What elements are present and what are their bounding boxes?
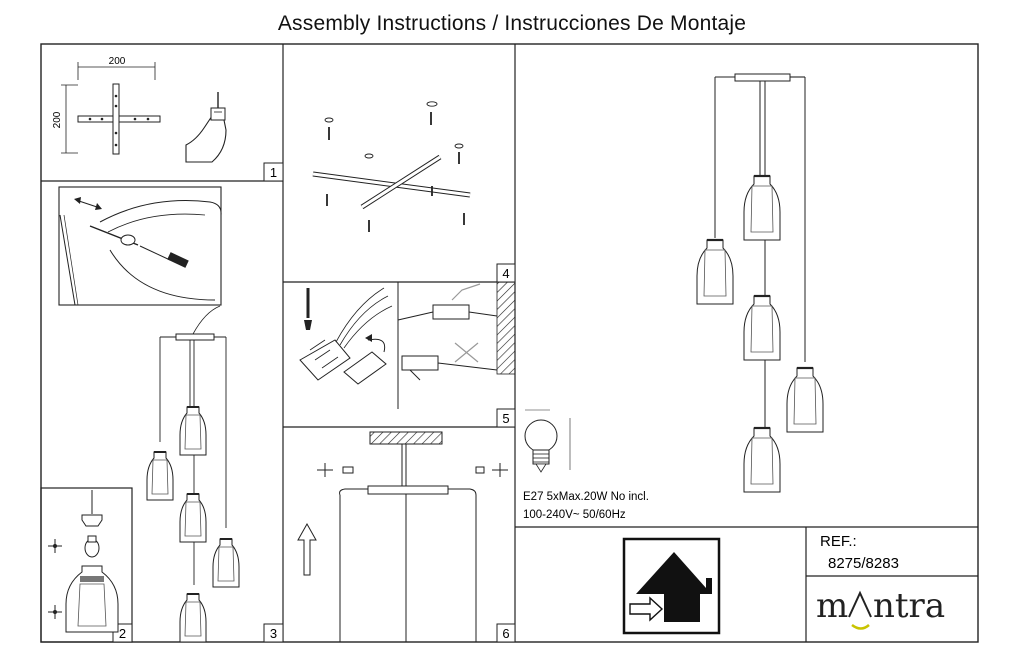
pendant-overview-large [695, 73, 825, 494]
canopy-detail-inset [58, 186, 222, 306]
page-title: Assembly Instructions / Instrucciones De… [277, 12, 747, 35]
rotate-icon [48, 605, 62, 619]
rotate-icon [48, 539, 62, 553]
incorrect-connection-diagram [401, 342, 498, 381]
svg-text:m: m [816, 586, 848, 626]
step-6-number: 6 [502, 626, 509, 641]
bulb-shade-diagram [65, 490, 119, 633]
reference-code: 8275/8283 [828, 555, 899, 572]
step-6-badge: 6 [496, 623, 516, 643]
cross-bracket-diagram: 200 200 [52, 56, 161, 155]
reference-label: REF.: [820, 533, 857, 550]
bulb-icon [524, 409, 571, 473]
spec-bulb: E27 5xMax.20W No incl. [523, 491, 649, 503]
dimension-horizontal: 200 [109, 56, 126, 67]
pendant-overview-small [146, 333, 240, 643]
step-3-number: 3 [270, 626, 277, 641]
screw-icon [475, 463, 508, 477]
wiring-diagram [299, 287, 393, 385]
step-1-badge: 1 [263, 162, 284, 182]
step-5-number: 5 [502, 411, 509, 426]
indoor-use-icon [622, 537, 721, 635]
svg-text:ntra: ntra [873, 586, 945, 626]
step-1-number: 1 [270, 165, 277, 180]
installation-diagram [339, 431, 477, 642]
step-3-badge: 3 [263, 623, 284, 643]
step-2-number: 2 [119, 626, 126, 641]
spec-voltage: 100-240V~ 50/60Hz [523, 509, 626, 521]
step-4-number: 4 [502, 266, 509, 281]
correct-connection-diagram [397, 283, 498, 321]
step-5-badge: 5 [496, 408, 516, 428]
dimension-vertical: 200 [52, 111, 63, 128]
up-arrow-icon [297, 522, 317, 576]
screw-icon [317, 463, 354, 477]
drill-icon [185, 92, 227, 163]
ceiling-bracket-diagram [312, 101, 471, 232]
step-4-badge: 4 [496, 263, 516, 283]
brand-logo: m ntra [816, 586, 945, 630]
